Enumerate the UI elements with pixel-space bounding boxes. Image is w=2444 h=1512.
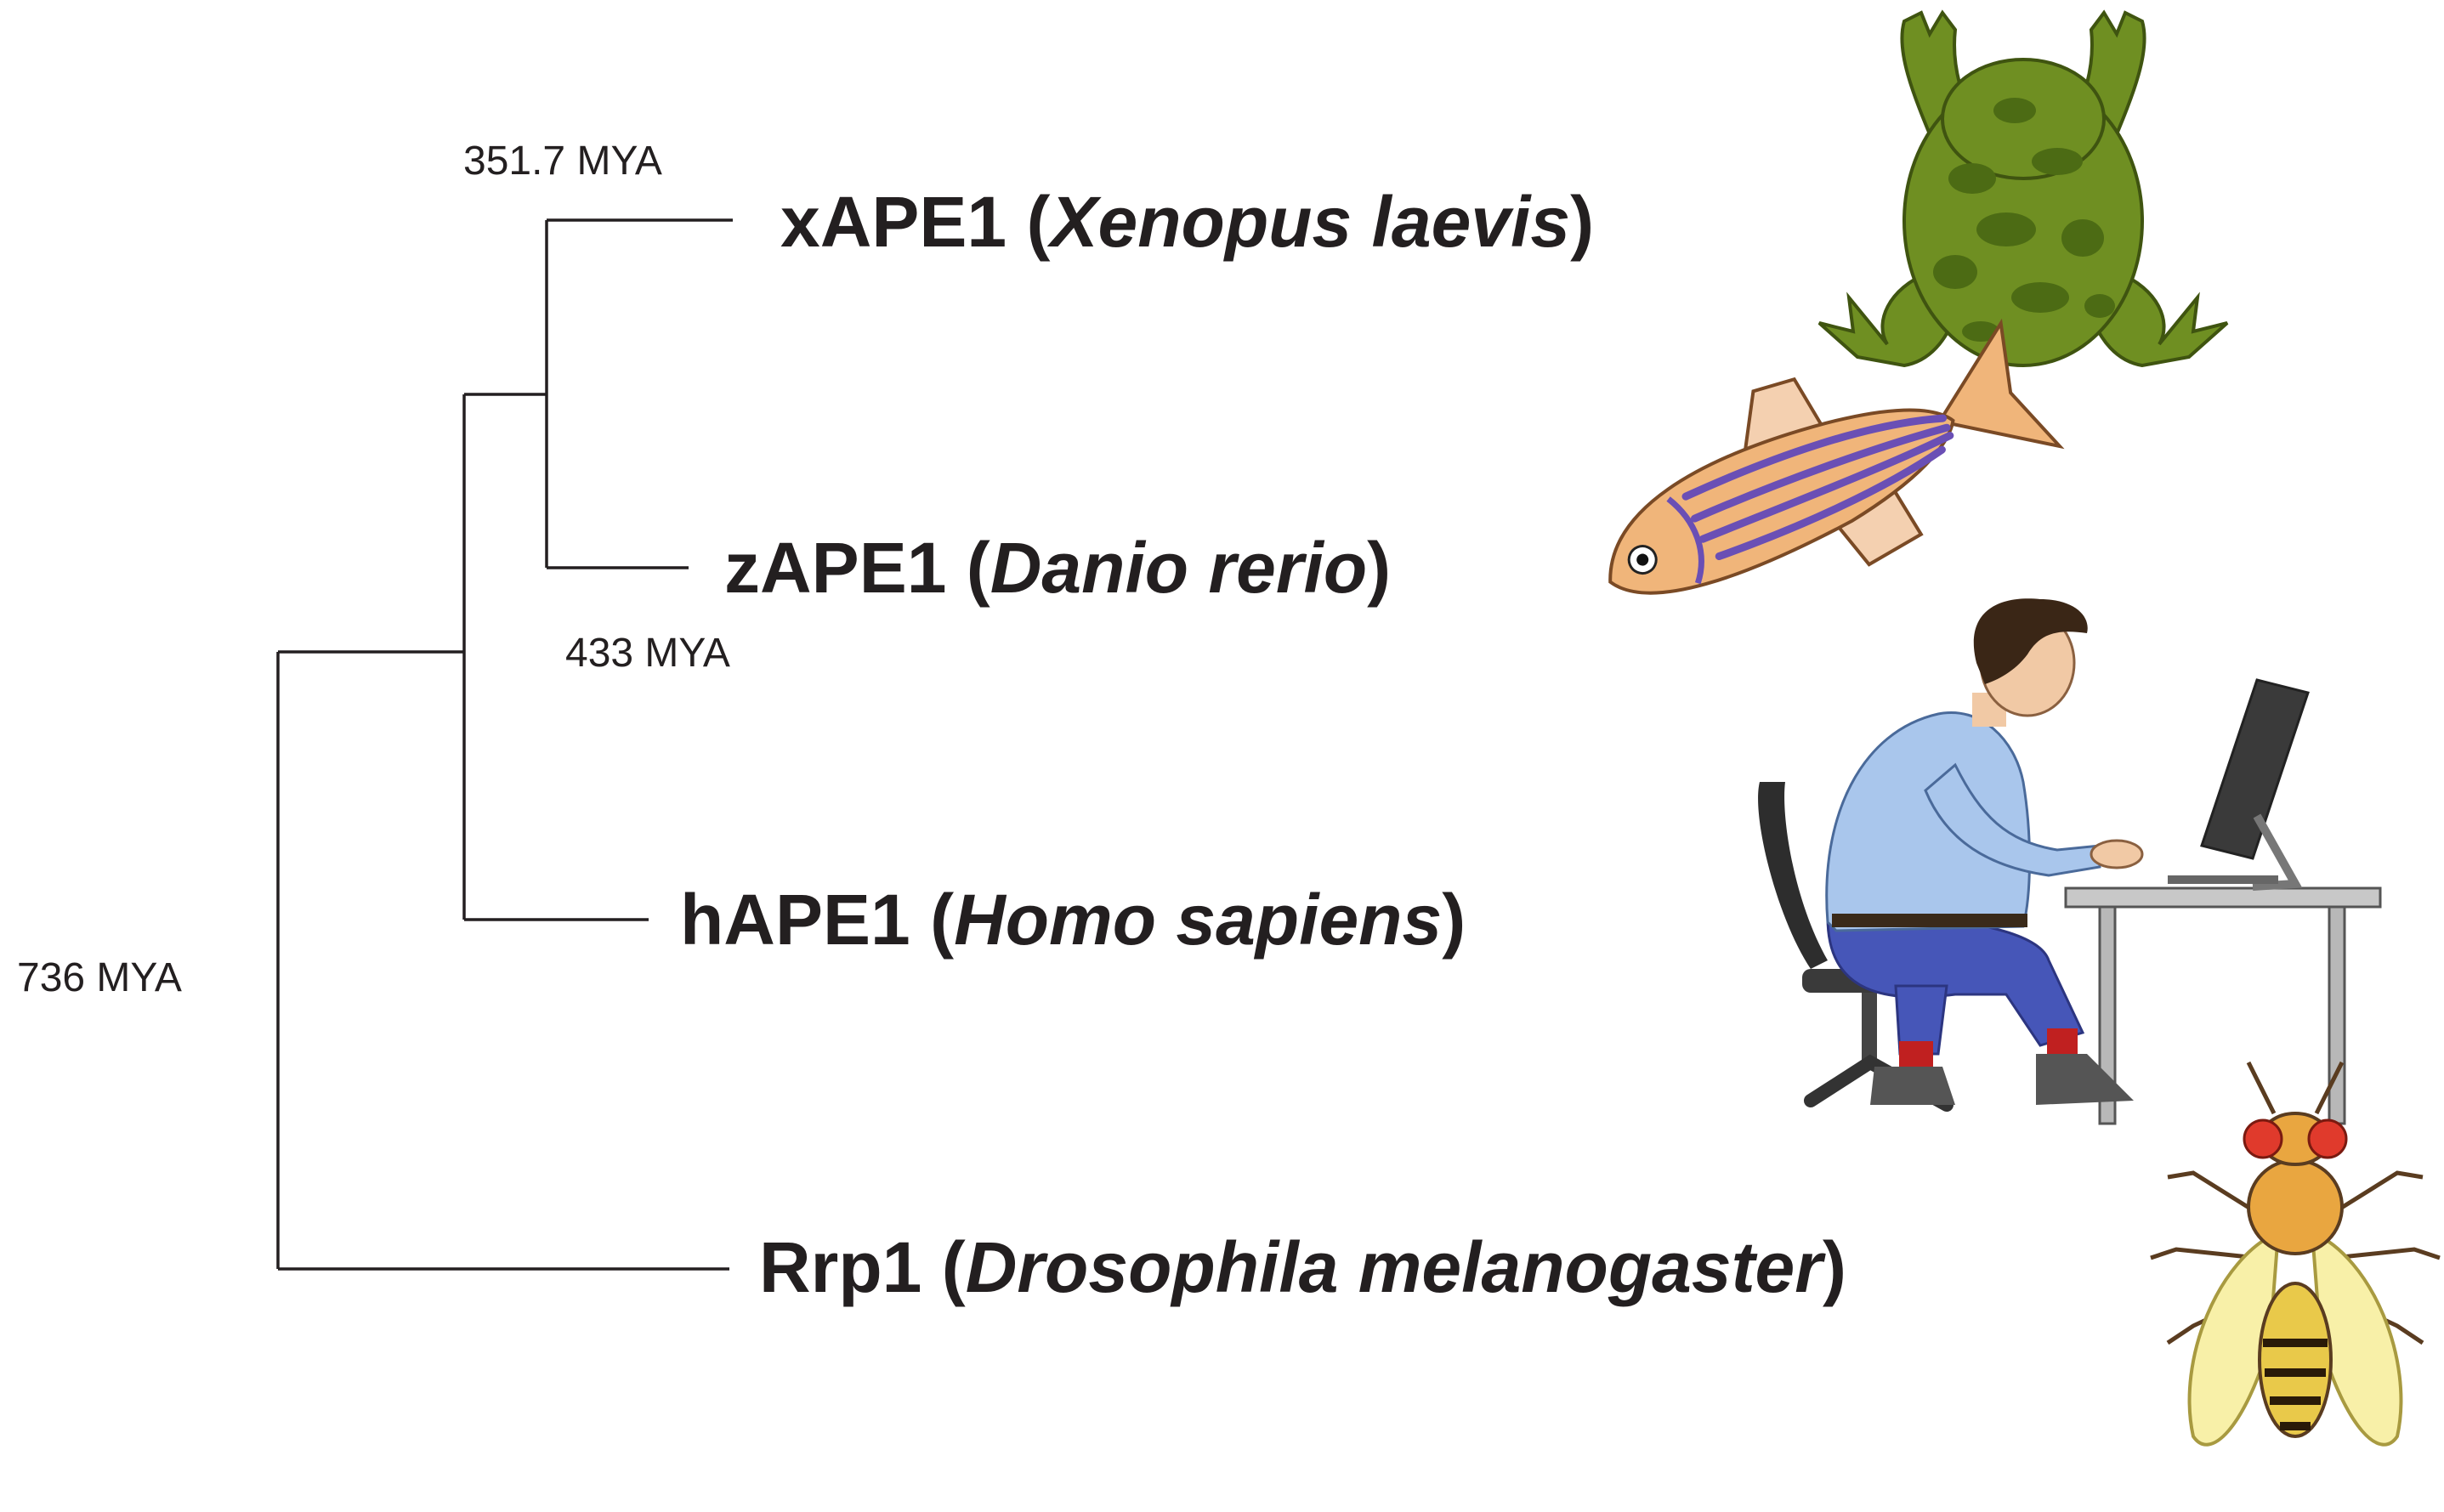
fish-stripes (1681, 414, 1954, 561)
fish-gill (1666, 496, 1704, 585)
frog-icon (1817, 9, 2229, 368)
node-label-433: 433 MYA (565, 631, 730, 676)
person-shirt (1825, 711, 2031, 932)
node-label-root: 736 MYA (17, 955, 182, 1000)
zebrafish-icon (1608, 318, 2065, 595)
taxon-label-xape1: xAPE1 (Xenopus laevis) (780, 182, 1594, 262)
species-name: Homo sapiens (954, 880, 1442, 960)
person-hand (2090, 839, 2144, 869)
fly-eye-right (2307, 1118, 2348, 1159)
desk-leg-right (2328, 905, 2346, 1125)
taxon-label-zape1: zAPE1 (Danio rerio) (724, 528, 1391, 608)
gene-name: zAPE1 (724, 528, 946, 608)
taxon-label-rrp1: Rrp1 (Drosophila melanogaster) (759, 1227, 1846, 1307)
species-name: Drosophila melanogaster (966, 1227, 1827, 1307)
chair-post (1862, 993, 1877, 1069)
taxon-label-hape1: hAPE1 (Homo sapiens) (680, 880, 1466, 960)
desk-leg-left (2098, 905, 2117, 1125)
fly-abdomen-stripes (2263, 1339, 2328, 1430)
person-lower-leg (1894, 984, 1948, 1056)
person-shoe-left (1870, 1067, 1955, 1105)
fly-wing-right (2310, 1229, 2403, 1447)
person-sock-left (1899, 1041, 1933, 1067)
human-at-computer-icon (1758, 598, 2382, 1125)
desk-top (2064, 886, 2382, 909)
species-name: Xenopus laevis (1046, 182, 1570, 262)
monitor-screen (2200, 678, 2310, 860)
gene-name: Rrp1 (759, 1227, 921, 1307)
fly-eye-left (2243, 1118, 2283, 1159)
fish-tail-fin (1936, 318, 2065, 450)
node-label-351-7: 351.7 MYA (463, 139, 662, 184)
person-shoe-right (2036, 1054, 2134, 1105)
gene-name: xAPE1 (780, 182, 1007, 262)
fly-thorax (2247, 1158, 2344, 1255)
keyboard (2168, 875, 2278, 884)
tree-branches (276, 218, 733, 1271)
person-arm (1924, 762, 2101, 877)
fruit-fly-icon (2150, 1061, 2441, 1447)
person-hair (1973, 598, 2088, 684)
chair-back (1758, 782, 1828, 969)
fly-abdomen (2258, 1282, 2333, 1438)
frog-spots (1933, 98, 2115, 342)
gene-name: hAPE1 (680, 880, 910, 960)
person-belt (1832, 914, 2027, 927)
species-name: Danio rerio (990, 528, 1367, 608)
person-sock-right (2047, 1028, 2078, 1054)
monitor-stand (2252, 813, 2303, 891)
fly-wing-left (2187, 1229, 2281, 1447)
